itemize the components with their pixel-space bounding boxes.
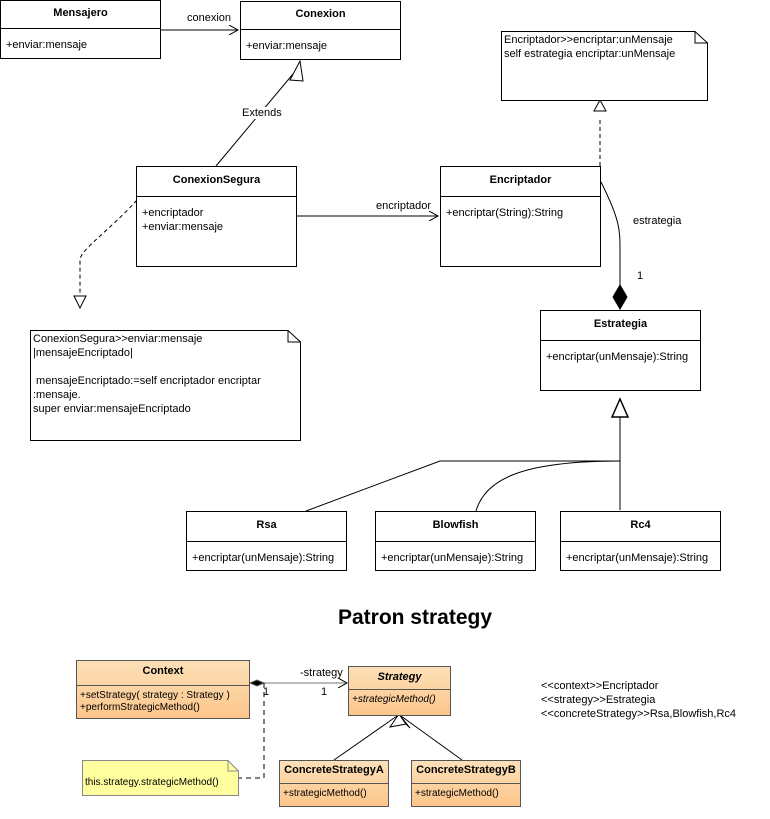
note-context[interactable]: this.strategy.strategicMethod(): [82, 760, 239, 796]
class-rsa[interactable]: Rsa +encriptar(unMensaje):String: [186, 511, 347, 571]
class-members: +enviar:mensaje: [246, 40, 328, 52]
class-name: Strategy: [377, 671, 422, 683]
class-blowfish[interactable]: Blowfish +encriptar(unMensaje):String: [375, 511, 536, 571]
label-encriptador: encriptador: [376, 200, 432, 212]
note-shape: [82, 760, 239, 796]
class-members: +strategicMethod(): [352, 694, 436, 705]
class-name: Rsa: [256, 519, 277, 531]
generalization-conexionsegura-conexion: [215, 73, 294, 167]
class-rc4[interactable]: Rc4 +encriptar(unMensaje):String: [560, 511, 721, 571]
class-members: +encriptador +enviar:mensaje: [142, 207, 224, 233]
class-name: Mensajero: [53, 7, 108, 19]
note-text: ConexionSegura>>enviar:mensaje |mensajeE…: [33, 333, 261, 415]
class-name: ConcreteStrategyA: [284, 764, 384, 776]
class-encriptador[interactable]: Encriptador +encriptar(String):String: [440, 166, 601, 267]
diagram-title: Patron strategy: [337, 606, 493, 629]
class-members: +encriptar(unMensaje):String: [566, 552, 709, 564]
class-members: +encriptar(String):String: [446, 207, 564, 219]
mapping-concrete-strategy: <<concreteStrategy>>Rsa,Blowfish,Rc4: [541, 708, 737, 720]
class-estrategia[interactable]: Estrategia +encriptar(unMensaje):String: [540, 310, 701, 391]
class-conexion[interactable]: Conexion +enviar:mensaje: [240, 1, 401, 60]
label-extends: Extends: [242, 107, 282, 119]
class-members: +strategicMethod(): [415, 788, 499, 799]
label-role-strategy: -strategy: [300, 667, 343, 679]
class-name: ConexionSegura: [172, 174, 261, 186]
note-shape: [30, 330, 301, 441]
label-conexion: conexion: [187, 12, 232, 24]
class-name: Estrategia: [593, 318, 648, 330]
class-name: Rc4: [630, 519, 651, 531]
class-context[interactable]: Context +setStrategy( strategy : Strateg…: [76, 660, 250, 719]
class-conexion-segura[interactable]: ConexionSegura +encriptador +enviar:mens…: [136, 166, 297, 267]
aggregation-diamond: [248, 679, 266, 687]
note-link-conexionsegura: [79, 199, 138, 294]
generalization-concretea-strategy: [333, 715, 398, 761]
note-link-arrowhead-conexionsegura: [73, 295, 87, 310]
note-encriptador[interactable]: Encriptador>>encriptar:unMensaje self es…: [501, 31, 708, 101]
class-concrete-strategy-a[interactable]: ConcreteStrategyA +strategicMethod(): [279, 760, 389, 807]
class-members: +strategicMethod(): [283, 788, 367, 799]
label-multiplicity-right: 1: [321, 686, 328, 698]
label-multiplicity: 1: [637, 270, 644, 282]
composition-encriptador-estrategia: [600, 181, 621, 285]
composition-diamond: [612, 284, 628, 310]
generalization-arrowhead-estrategia: [610, 397, 630, 418]
class-name: Conexion: [295, 8, 346, 20]
class-members: +encriptar(unMensaje):String: [381, 552, 524, 564]
generalization-blowfish: [475, 460, 621, 512]
note-conexion-segura[interactable]: ConexionSegura>>enviar:mensaje |mensajeE…: [30, 330, 301, 441]
class-members: +encriptar(unMensaje):String: [192, 552, 335, 564]
generalization-rsa: [305, 460, 620, 512]
class-name: Context: [142, 665, 184, 677]
class-members: +encriptar(unMensaje):String: [546, 351, 689, 363]
mapping-strategy: <<strategy>>Estrategia: [541, 694, 656, 706]
note-text: this.strategy.strategicMethod(): [85, 777, 219, 788]
note-text: Encriptador>>encriptar:unMensaje self es…: [504, 34, 676, 60]
class-strategy[interactable]: Strategy +strategicMethod(): [348, 666, 451, 716]
note-link-arrowhead-encriptador: [593, 98, 607, 112]
class-mensajero[interactable]: Mensajero +enviar:mensaje: [0, 0, 161, 59]
class-name: Blowfish: [432, 519, 479, 531]
note-shape: [501, 31, 708, 101]
class-name: Encriptador: [489, 174, 552, 186]
label-estrategia: estrategia: [633, 215, 682, 227]
generalization-concreteb-strategy: [400, 715, 463, 761]
class-members: +setStrategy( strategy : Strategy ) +per…: [80, 690, 230, 713]
note-link-context: [239, 683, 265, 779]
mapping-context: <<context>>Encriptador: [541, 680, 659, 692]
class-members: +enviar:mensaje: [6, 39, 88, 51]
generalization-arrowhead-conexion: [289, 59, 304, 82]
label-multiplicity-left: 1: [263, 686, 270, 698]
class-name: ConcreteStrategyB: [416, 764, 516, 776]
class-concrete-strategy-b[interactable]: ConcreteStrategyB +strategicMethod(): [411, 760, 521, 807]
